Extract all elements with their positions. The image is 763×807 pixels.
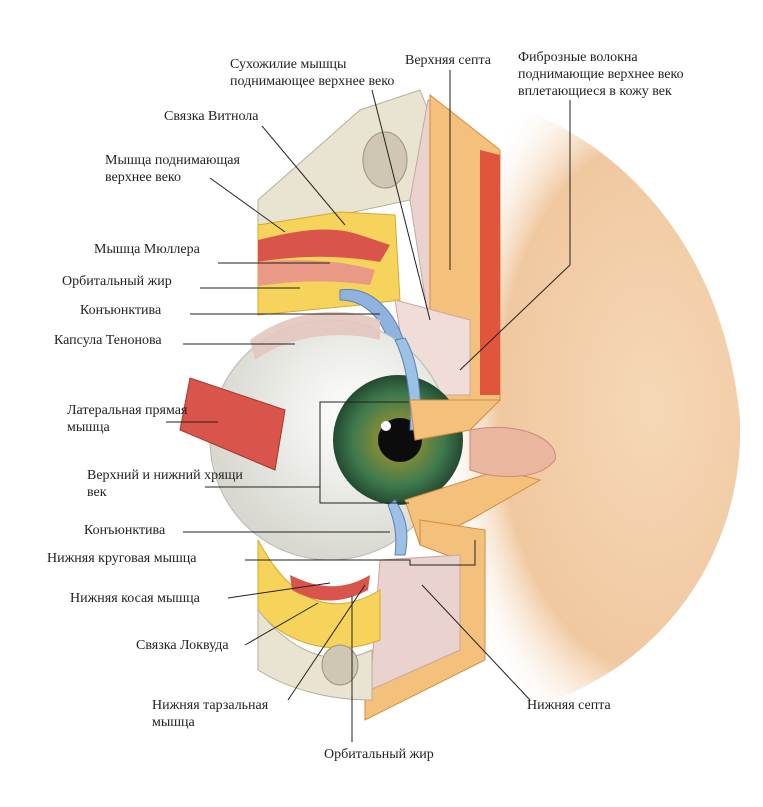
lower-tarsus bbox=[387, 499, 408, 556]
label-inferior-tarsal: Нижняя тарзальная мышца bbox=[152, 698, 269, 730]
inferior-oblique-muscle bbox=[290, 575, 370, 601]
label-fibrous-fibers: Фиброзные волокна поднимающие верхнее ве… bbox=[518, 50, 684, 99]
bone-cavity-upper bbox=[362, 131, 408, 189]
label-lockwood-ligament: Связка Локвуда bbox=[136, 638, 229, 653]
lateral-rectus-muscle bbox=[179, 377, 286, 471]
label-conjunctiva-lower: Конъюнктива bbox=[84, 523, 166, 538]
label-muller-muscle: Мышца Мюллера bbox=[94, 242, 200, 257]
tenon-capsule bbox=[250, 311, 380, 360]
label-levator-muscle: Мышца поднимающая верхнее веко bbox=[105, 153, 240, 185]
levator-muscle bbox=[258, 229, 390, 262]
label-lateral-rectus: Латеральная прямая мышца bbox=[67, 403, 188, 435]
lower-septum-band bbox=[369, 554, 461, 691]
label-lower-septum: Нижняя септа bbox=[527, 698, 611, 713]
label-conjunctiva-upper: Конъюнктива bbox=[80, 303, 162, 318]
label-orbital-fat-upper: Орбитальный жир bbox=[62, 274, 172, 289]
label-orbicularis-lower: Нижняя круговая мышца bbox=[47, 551, 197, 566]
label-tarsi: Верхний и нижний хрящи век bbox=[87, 468, 243, 500]
muller-muscle bbox=[258, 260, 375, 286]
label-tenon-capsule: Капсула Тенонова bbox=[54, 333, 162, 348]
label-orbital-fat-lower: Орбитальный жир bbox=[324, 747, 434, 762]
label-upper-septum: Верхняя септа bbox=[405, 53, 492, 68]
bone-cavity-lower bbox=[321, 644, 359, 686]
label-inferior-oblique: Нижняя косая мышца bbox=[70, 591, 200, 606]
label-levator-tendon: Сухожилие мышцы поднимающее верхнее веко bbox=[230, 57, 395, 89]
label-whitnall-ligament: Связка Витнола bbox=[164, 109, 259, 124]
